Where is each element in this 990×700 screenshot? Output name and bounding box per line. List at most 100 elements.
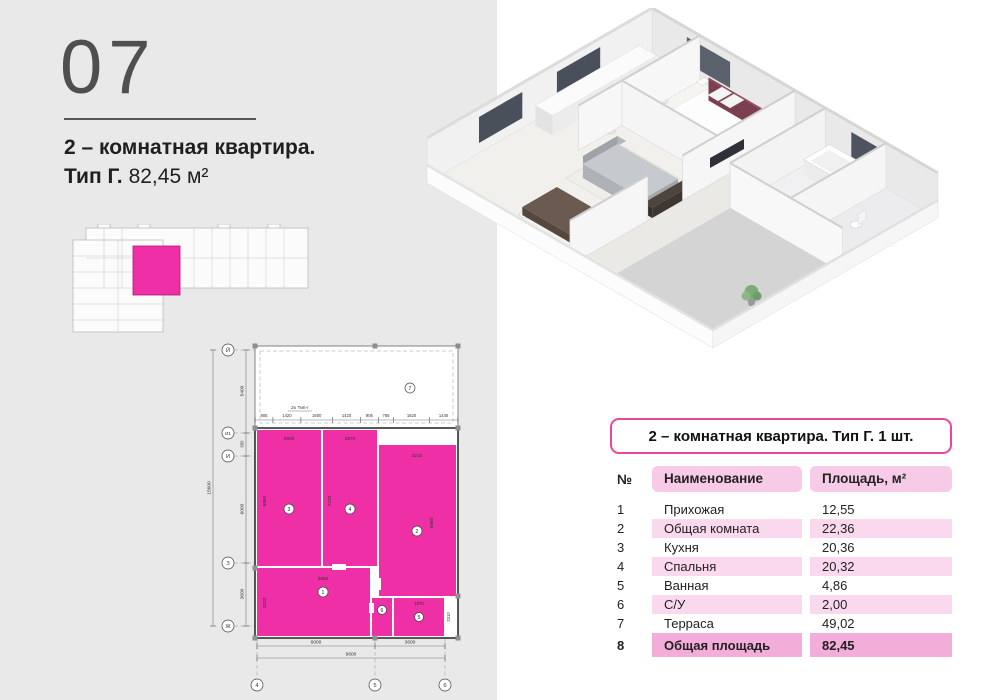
row-num: 8 [617,637,625,653]
room-number: 5 [418,615,421,621]
axis-markers-left: Й И1 И З Ж [221,343,235,633]
row-name: Общая площадь [652,633,802,657]
dim-label: 905 [366,413,374,418]
type-count-label: 2x Тип-г [291,405,309,411]
building-overview-plan [72,224,309,333]
apartment-type-label: Тип Г. [64,165,123,188]
dim-label: 1440 [439,413,449,418]
apartment-area-label: 82,45 м² [128,165,209,188]
dim-label: 1420 [282,413,292,418]
room-wc [372,598,392,636]
dim-chain-left-total: 15600 [207,349,216,627]
row-num: 3 [617,540,625,555]
room-labels: 2900 6960 3 2870 7220 4 3210 6960 2 7 38… [262,382,451,622]
outer-wall [254,427,459,639]
dim-label: 1820 [407,413,417,418]
table-row: 4 Спальня 20,32 [610,557,952,576]
terrace-outline [254,345,459,429]
row-area: 20,32 [810,557,952,576]
table-row: 6 С/У 2,00 [610,595,952,614]
room-number: 4 [349,507,352,513]
apartment-title: 2 – комнатная квартира. [64,136,316,159]
dim-chain-bottom: 6000 3600 9600 [256,640,446,661]
room-kitchen [257,430,321,566]
row-name: Ванная [664,578,709,593]
room-number: 7 [409,386,412,392]
room-number: 6 [381,608,384,614]
apartment-3d-render [426,8,939,349]
dim-label: 3880 [318,576,329,582]
column-header-num: № [617,471,633,487]
room-number: 3 [288,507,291,513]
room-living [379,445,456,596]
row-area: 4,86 [822,578,848,593]
row-num: 2 [617,521,625,536]
table-row: 1 Прихожая 12,55 [610,500,952,519]
row-num: 5 [617,578,625,593]
highlighted-unit [132,245,181,296]
table-row: 5 Ванная 4,86 [610,576,952,595]
row-area: 49,02 [822,616,855,631]
window [556,47,601,98]
dim-label: 2870 [345,436,356,442]
row-num: 4 [617,559,625,574]
dim-label: 3600 [405,640,416,646]
axis-label: Ж [225,624,231,630]
table-row: 7 Терраса 49,02 [610,614,952,633]
table-column-headers: № Наименование Площадь, м² [610,466,952,492]
row-name: Кухня [664,540,699,555]
row-area: 82,45 [810,633,952,657]
divider-line [64,118,256,120]
render-front-walls [426,163,939,349]
apartment-subtitle: Тип Г.82,45 м² [64,163,208,191]
area-table: 2 – комнатная квартира. Тип Г. 1 шт. № Н… [610,418,952,657]
room-hall [257,568,370,636]
window [479,92,523,143]
axis-label: И [226,454,230,460]
axis-label: 4 [255,683,259,689]
dim-label: 6960 [262,495,268,506]
room-number: 2 [416,529,419,535]
dim-label: 1870 [414,601,424,606]
dim-label: 7220 [327,495,333,506]
axis-label: Й [226,346,230,354]
dim-label: 650 [240,440,245,448]
axis-label: З [226,561,230,567]
building-outline [72,224,309,333]
dim-label: 9600 [346,652,357,658]
row-name: Общая комната [652,519,802,538]
dim-label: 1600 [312,413,322,418]
structural-columns [252,343,461,641]
dim-label: 3210 [412,453,423,459]
door-openings [332,564,381,613]
dim-label: 2310 [446,612,451,622]
row-num: 7 [617,616,625,631]
column-header-area: Площадь, м² [810,466,952,492]
dim-label: 3220 [262,597,268,608]
dim-label: 6000 [240,503,246,514]
dim-chain-left: 5400 650 6000 3600 [240,349,249,627]
wall-tv [710,139,744,168]
dim-label: 905 [261,413,269,418]
room-bedroom [323,430,377,566]
dim-chain-top: 2x Тип-г 905 1420 1600 1420 905 765 1820… [254,405,459,423]
table-row: 3 Кухня 20,36 [610,538,952,557]
row-area: 2,00 [810,595,952,614]
row-name: Прихожая [664,502,725,517]
axis-markers-bottom: 4 5 6 [250,678,452,692]
dim-label: 6960 [429,517,435,528]
row-name: Спальня [652,557,802,576]
dim-label: 1420 [342,413,352,418]
table-row: 2 Общая комната 22,36 [610,519,952,538]
column-header-name: Наименование [652,466,802,492]
row-name: С/У [652,595,802,614]
axis-label: 6 [443,683,446,689]
table-row-total: 8 Общая площадь 82,45 [610,633,952,657]
rooms-magenta [257,430,456,636]
dim-label: 3600 [240,588,246,599]
table-title: 2 – комнатная квартира. Тип Г. 1 шт. [610,418,952,454]
axis-label: И1 [225,431,231,436]
dim-label: 15600 [207,481,213,495]
row-num: 6 [617,597,625,612]
axis-label: 5 [373,683,376,689]
